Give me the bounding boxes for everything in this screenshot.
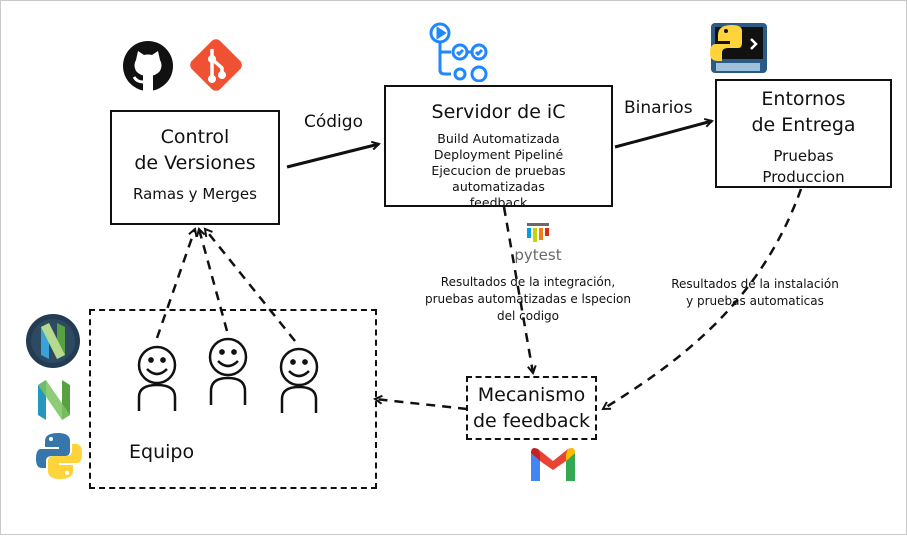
person-3 xyxy=(279,347,319,413)
neovim-logo-icon xyxy=(38,380,70,420)
control-de-versiones-box: Control de Versiones Ramas y Merges xyxy=(110,110,280,225)
git-icon xyxy=(190,39,242,91)
python-icon xyxy=(36,433,82,479)
entornos-item: Produccion xyxy=(762,168,845,186)
instalacion-line: Resultados de la instalación xyxy=(671,277,839,291)
equipo-label: Equipo xyxy=(129,441,195,463)
instalacion-line: y pruebas automaticas xyxy=(686,294,824,308)
arrow-person1-to-control xyxy=(155,229,195,339)
feedback-title-line1: Mecanismo xyxy=(477,384,586,406)
ci-item: feedback xyxy=(469,195,528,210)
gmail-icon xyxy=(531,448,575,481)
ci-title: Servidor de iC xyxy=(431,101,566,123)
control-title-line1: Control xyxy=(160,126,230,148)
mecanismo-de-feedback-box: Mecanismo de feedback xyxy=(466,376,597,440)
feedback-title-line2: de feedback xyxy=(472,410,591,432)
edge-label-codigo: Código xyxy=(304,112,363,132)
pytest-label: pytest xyxy=(514,246,562,264)
github-actions-icon xyxy=(429,22,488,82)
arrow-person2-to-control xyxy=(199,229,229,332)
arrow-feedback-to-equipo xyxy=(375,399,468,411)
entornos-title-line1: Entornos xyxy=(761,88,846,110)
ci-item: Build Automatizada xyxy=(437,131,560,146)
servidor-ic-box: Servidor de iC Build Automatizada Deploy… xyxy=(384,85,613,210)
person-2 xyxy=(208,337,248,405)
edge-label-binarios: Binarios xyxy=(624,98,693,118)
integracion-line: del codigo xyxy=(497,309,559,323)
arrow-ci-to-feedback xyxy=(502,206,533,373)
edge-label-instalacion: Resultados de la instalación y pruebas a… xyxy=(663,276,847,310)
arrow-codigo xyxy=(286,144,379,169)
python-terminal-icon xyxy=(710,23,767,73)
integracion-line: pruebas automatizadas e lspecion xyxy=(424,292,631,306)
person-1 xyxy=(137,345,177,411)
arrow-binarios xyxy=(614,121,712,149)
control-subtitle: Ramas y Merges xyxy=(133,185,257,203)
neovim-icon xyxy=(26,314,80,368)
entornos-item: Pruebas xyxy=(773,147,834,165)
github-icon xyxy=(123,41,173,91)
control-title-line2: de Versiones xyxy=(134,152,256,174)
entornos-title-line2: de Entrega xyxy=(751,114,856,136)
arrow-person3-to-control xyxy=(205,229,296,342)
ci-item: Deployment Pipeliné xyxy=(433,147,564,162)
edge-label-integracion: Resultados de la integración, pruebas au… xyxy=(419,274,637,325)
integracion-line: Resultados de la integración, xyxy=(440,275,616,289)
equipo-box: Equipo xyxy=(89,309,377,489)
entornos-de-entrega-box: Entornos de Entrega Pruebas Produccion xyxy=(715,79,892,188)
pytest-icon: pytest xyxy=(513,223,563,267)
ci-item: Ejecucion de pruebas automatizadas xyxy=(431,163,566,194)
